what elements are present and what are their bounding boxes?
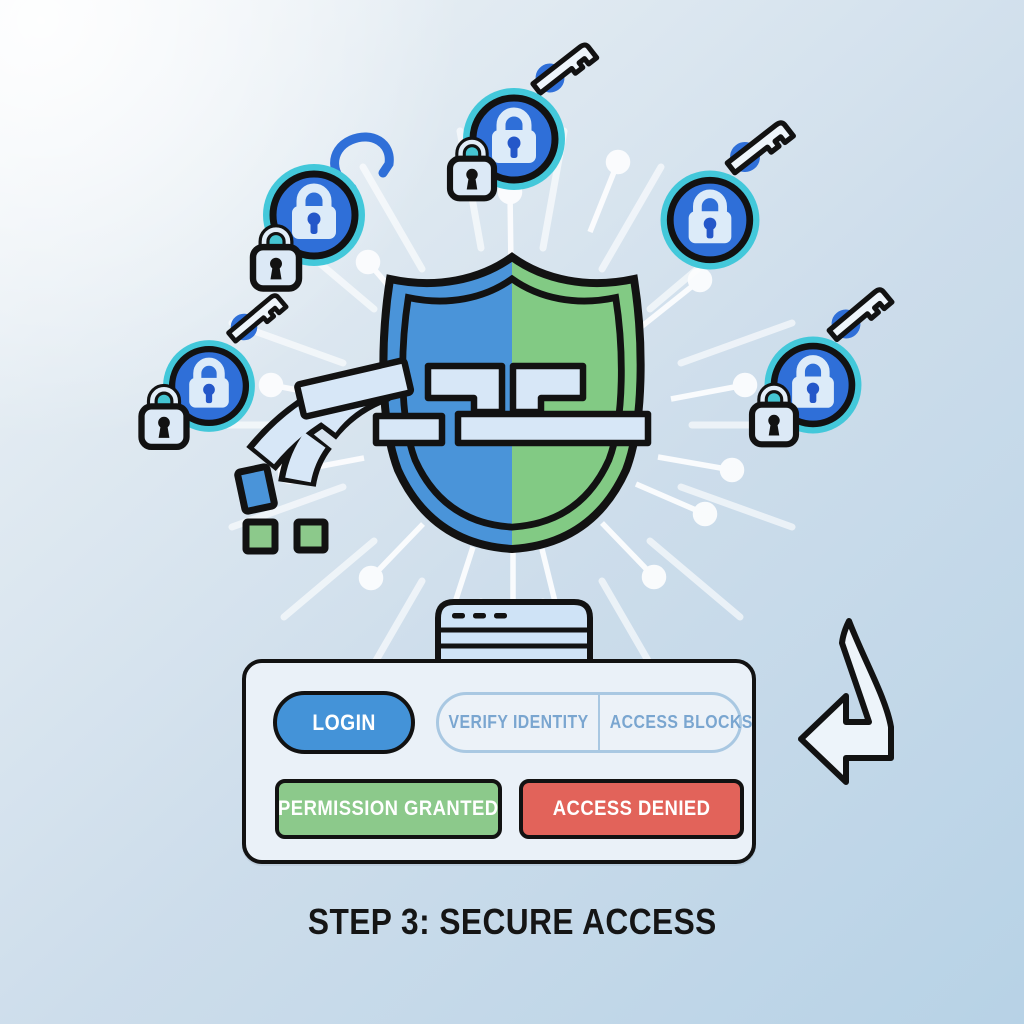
lock-cluster-right-middle bbox=[752, 284, 892, 444]
verify-access-button-group: VERIFY IDENTITY ACCESS BLOCKS bbox=[436, 692, 753, 753]
lock-cluster-top-right bbox=[661, 117, 794, 270]
access-blocks-button[interactable]: ACCESS BLOCKS bbox=[598, 695, 763, 750]
access-denied-label: ACCESS DENIED bbox=[552, 797, 711, 820]
small-padlock-icon bbox=[752, 388, 796, 444]
curved-arrow-icon bbox=[798, 618, 894, 785]
small-padlock-icon bbox=[450, 142, 494, 198]
small-padlock-icon bbox=[142, 389, 187, 447]
padlock-circle-icon bbox=[661, 171, 760, 270]
access-blocks-label: ACCESS BLOCKS bbox=[609, 712, 753, 732]
small-padlock-icon bbox=[253, 230, 299, 289]
login-button-label: LOGIN bbox=[312, 709, 376, 735]
lock-cluster-top-center bbox=[450, 39, 597, 198]
key-icon bbox=[826, 284, 892, 345]
verify-identity-label: VERIFY IDENTITY bbox=[448, 712, 589, 732]
lock-cluster-top-left bbox=[253, 132, 394, 289]
step-caption-text: STEP 3: SECURE ACCESS bbox=[307, 901, 717, 942]
key-icon bbox=[530, 39, 597, 99]
step-caption: STEP 3: SECURE ACCESS bbox=[0, 901, 1024, 943]
permission-granted-button[interactable]: PERMISSION GRANTED bbox=[275, 779, 502, 839]
key-icon bbox=[724, 117, 793, 179]
access-panel: LOGIN VERIFY IDENTITY ACCESS BLOCKS PERM… bbox=[242, 659, 756, 864]
login-button[interactable]: LOGIN bbox=[273, 691, 415, 754]
data-block-chain bbox=[294, 357, 652, 447]
verify-identity-button[interactable]: VERIFY IDENTITY bbox=[439, 695, 598, 750]
access-denied-button[interactable]: ACCESS DENIED bbox=[519, 779, 744, 839]
server-icon bbox=[435, 599, 593, 665]
permission-granted-label: PERMISSION GRANTED bbox=[278, 797, 499, 820]
